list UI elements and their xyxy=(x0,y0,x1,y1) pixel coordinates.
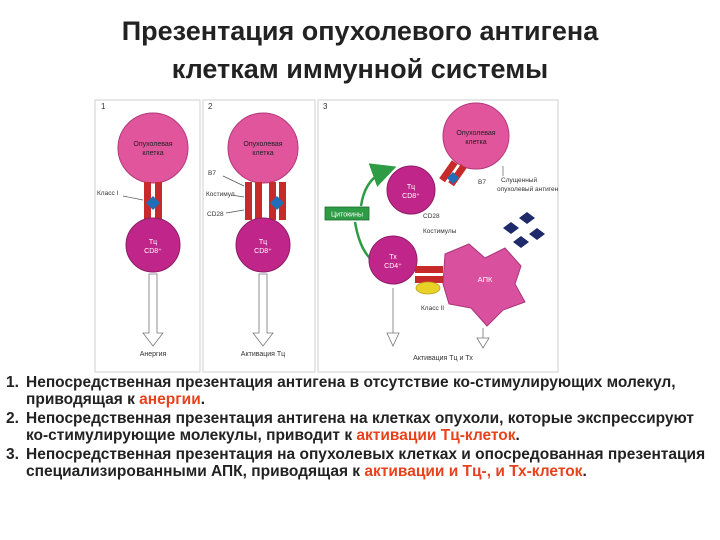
panel-3-tc-cell xyxy=(386,165,436,215)
panel-3-outcome: Активация Тц и Тх xyxy=(413,355,473,362)
panel-3-outcome-arrow-2 xyxy=(476,328,490,349)
list-item-highlight: анергии xyxy=(139,391,201,408)
panel-2-cd28-pointer xyxy=(225,209,245,214)
panel-1-tumor-cell xyxy=(117,112,189,184)
panel-2-tc-cell xyxy=(235,217,291,273)
panel-3-cd28-label: CD28 xyxy=(423,213,440,220)
panel-2-tc-label-2: CD8⁺ xyxy=(254,248,272,255)
panel-2-mhc-right xyxy=(279,182,286,220)
panel-1-tumor-label-2: клетка xyxy=(142,150,163,157)
list-item-number: 1. xyxy=(6,374,19,391)
panel-1-outcome-arrow xyxy=(142,273,164,347)
panel-3-shed-antigen-2 xyxy=(519,212,535,224)
panel-3-b7-label: B7 xyxy=(478,179,486,186)
panel-2-costim-right xyxy=(255,182,262,220)
panel-3-tc-label-2: CD8⁺ xyxy=(402,193,420,200)
antigen-presentation-figure: 1 2 3 Опухолевая клетка Класс I Тц CD8⁺ … xyxy=(93,98,560,374)
panel-3-frame xyxy=(317,99,559,373)
panel-3-class2-label: Класс II xyxy=(421,305,444,312)
panel-2-outcome: Активация Тц xyxy=(241,351,285,358)
panel-3-shed-antigen-4 xyxy=(529,228,545,240)
panel-1-tc-label-1: Тц xyxy=(149,239,157,246)
panel-3-costimuli-label: Костимулы xyxy=(423,228,457,235)
panel-2-costim-left xyxy=(245,182,252,220)
panel-1-tumor-label-1: Опухолевая xyxy=(133,141,172,148)
list-item: 1. Непосредственная презентация антигена… xyxy=(6,374,712,408)
panel-2-number: 2 xyxy=(208,102,213,111)
list-item-end: . xyxy=(582,463,587,480)
panel-2-b7-label: B7 xyxy=(208,170,216,177)
list-item-text: Непосредственная презентация антигена в … xyxy=(26,374,676,408)
panel-3-tumor-label-2: клетка xyxy=(465,139,486,146)
panel-3-th-label-2: CD4⁺ xyxy=(384,263,402,270)
panel-3-tc-label-1: Тц xyxy=(407,184,415,191)
panel-1-class1-pointer xyxy=(122,195,144,201)
panel-3-apc-text: АПК xyxy=(478,275,493,284)
panel-2-b7-pointer xyxy=(222,175,245,187)
panel-2-tumor-label-2: клетка xyxy=(252,150,273,157)
panel-3-cytokines-label: Цитокины xyxy=(331,212,363,219)
panel-3-shed-antigen-3 xyxy=(513,236,529,248)
panel-3-shed-antigen-1 xyxy=(503,222,519,234)
slide-title: Презентация опухолевого антигена клеткам… xyxy=(0,12,720,88)
title-line-1: Презентация опухолевого антигена xyxy=(121,16,599,46)
panel-2-tc-label-1: Тц xyxy=(259,239,267,246)
panel-2-antigen xyxy=(270,196,284,210)
panel-3-th-cell xyxy=(368,235,418,285)
panel-1-outcome: Анергия xyxy=(140,351,167,358)
panel-3-outcome-arrow-1 xyxy=(386,288,400,347)
explanation-list: 1. Непосредственная презентация антигена… xyxy=(6,374,712,482)
panel-3-tumor-label-1: Опухолевая xyxy=(456,130,495,137)
panel-3-mhc-left xyxy=(439,160,458,183)
panel-2-costim-pointer xyxy=(230,194,245,198)
panel-1-tc-label-2: CD8⁺ xyxy=(144,248,162,255)
list-item-number: 2. xyxy=(6,410,19,427)
panel-3-cytokine-arrow-up xyxy=(359,163,397,207)
panel-3-costim-bar-1 xyxy=(415,266,443,273)
panel-1-class1-label: Класс I xyxy=(97,190,119,197)
panel-1-frame xyxy=(94,99,201,373)
panel-2-costim-label: Костимул xyxy=(206,191,235,198)
panel-2-frame xyxy=(202,99,316,373)
panel-3-apc-cell xyxy=(442,243,526,327)
list-item-number: 3. xyxy=(6,446,19,463)
panel-3-mhc2 xyxy=(415,281,441,295)
list-item-text: Непосредственная презентация на опухолев… xyxy=(26,446,706,480)
panel-1-antigen xyxy=(146,196,160,210)
panel-2-cd28-label: CD28 xyxy=(207,211,224,218)
title-line-2: клеткам иммунной системы xyxy=(171,54,549,84)
list-item-end: . xyxy=(515,427,520,444)
panel-3-shed-label-2: опухолевый антиген xyxy=(497,185,559,193)
panel-2-tumor-cell xyxy=(227,112,299,184)
panel-3-tumor-cell xyxy=(442,102,510,170)
panel-2-outcome-arrow xyxy=(252,273,274,347)
list-item: 3. Непосредственная презентация на опухо… xyxy=(6,446,712,480)
panel-1-tc-cell xyxy=(125,217,181,273)
panel-3-costim-bar-2 xyxy=(415,276,443,283)
panel-1-mhc-left xyxy=(144,182,151,220)
list-item-highlight: активации и Тц-, и Тх-клеток xyxy=(364,463,583,480)
list-item-end: . xyxy=(200,391,206,408)
panel-3-th-label-1: Тх xyxy=(389,254,397,261)
panel-1-mhc-right xyxy=(155,182,162,220)
panel-3-shed-label-1: Слущенный xyxy=(501,176,537,184)
list-item-highlight: активации Тц-клеток xyxy=(356,427,516,444)
panel-3-antigen xyxy=(447,172,459,184)
panel-3-number: 3 xyxy=(323,102,328,111)
figure-svg: 1 2 3 Опухолевая клетка Класс I Тц CD8⁺ … xyxy=(94,99,559,373)
list-item-text: Непосредственная презентация антигена на… xyxy=(26,410,694,444)
list-item: 2. Непосредственная презентация антигена… xyxy=(6,410,712,444)
panel-3-cytokines-box xyxy=(324,206,370,221)
panel-2-tumor-label-1: Опухолевая xyxy=(243,141,282,148)
panel-1-number: 1 xyxy=(101,102,106,111)
